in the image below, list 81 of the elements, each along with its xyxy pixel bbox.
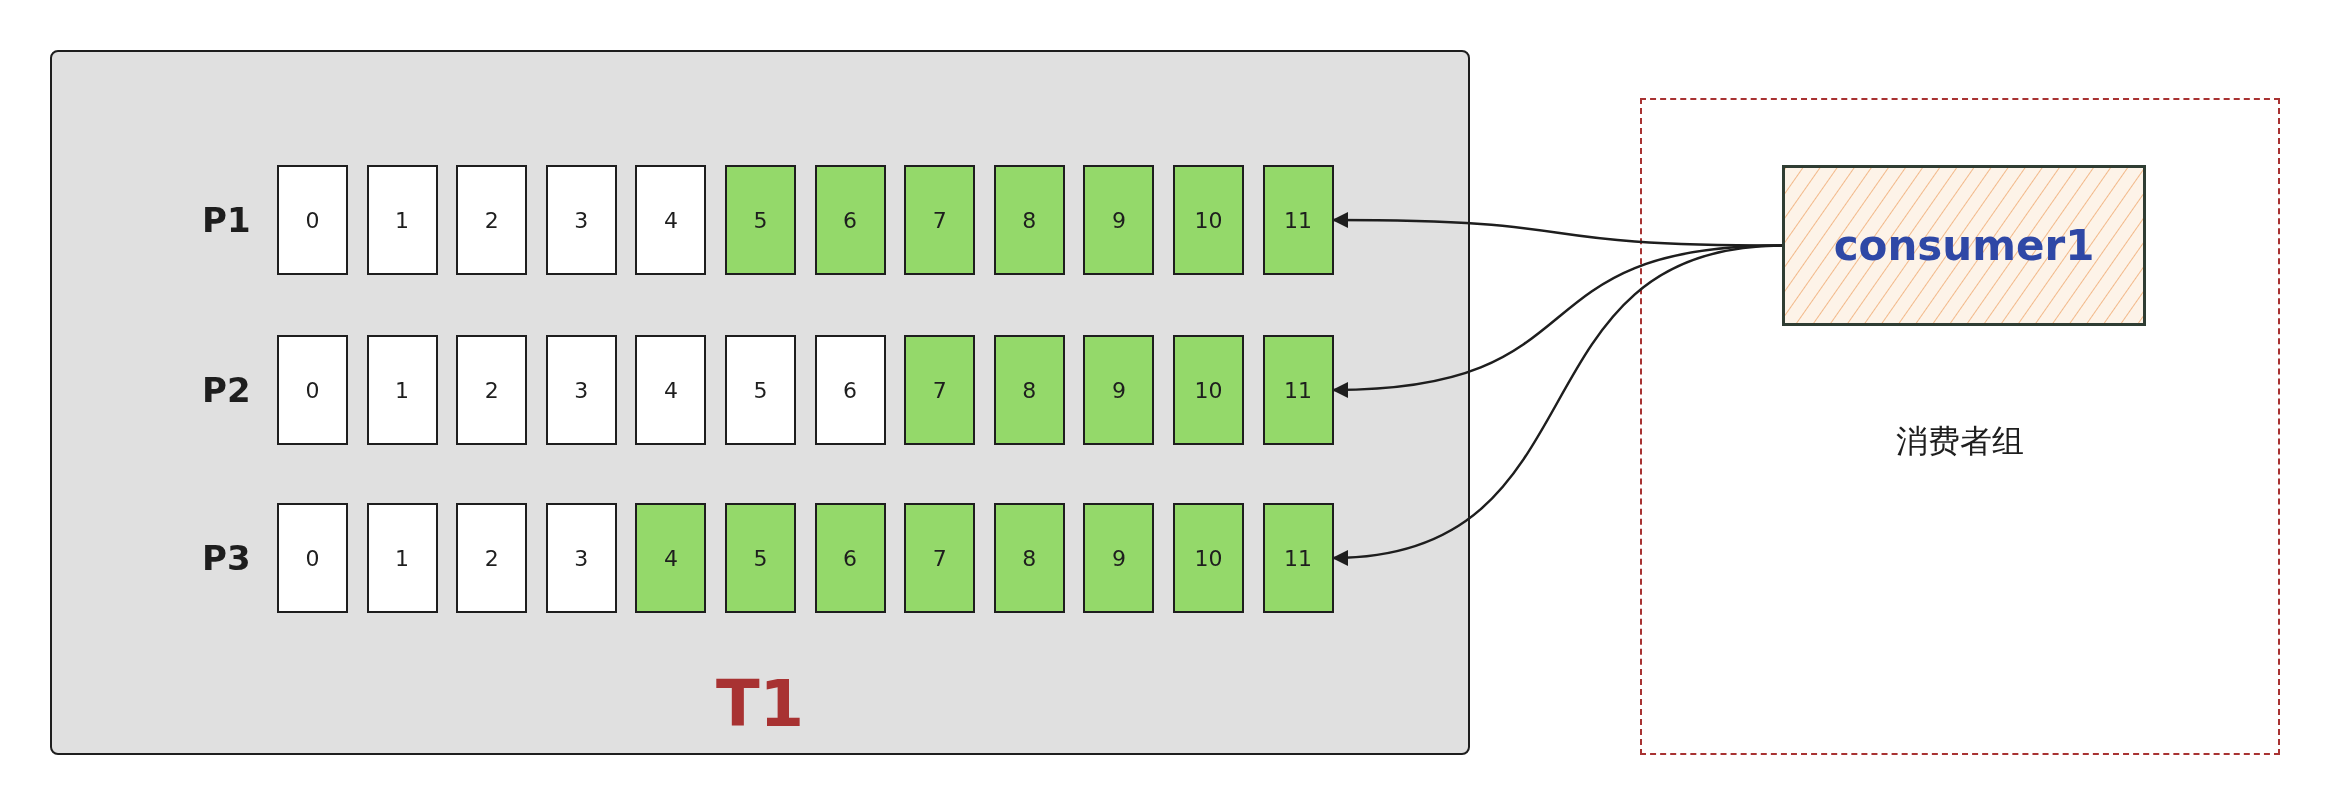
- topic-panel: [50, 50, 1470, 755]
- offset-cell: [366, 335, 438, 445]
- offset-cell: [993, 503, 1065, 613]
- offset-cell: [277, 503, 348, 613]
- offset-cell: [1262, 503, 1334, 613]
- offset-number: 6: [843, 207, 858, 233]
- offset-number: 9: [1111, 377, 1126, 403]
- offset-number: 5: [753, 545, 768, 571]
- offset-number: 7: [932, 545, 947, 571]
- offset-cell: [1083, 165, 1155, 275]
- offset-cell: [366, 165, 438, 275]
- offset-number: 0: [305, 207, 320, 233]
- offset-cell: [635, 503, 707, 613]
- offset-number: 1: [395, 207, 410, 233]
- consumer-name: consumer1: [1833, 221, 2095, 270]
- offset-number: 4: [663, 545, 678, 571]
- offset-cell: [456, 335, 528, 445]
- offset-number: 11: [1284, 207, 1313, 233]
- offset-cell: [545, 335, 617, 445]
- offset-number: 1: [395, 377, 410, 403]
- offset-number: 3: [574, 377, 589, 403]
- offset-number: 1: [395, 545, 410, 571]
- offset-cell: [814, 503, 886, 613]
- offset-number: 8: [1022, 377, 1037, 403]
- offset-cell: [277, 335, 348, 445]
- offset-number: 4: [663, 377, 678, 403]
- offset-number: 7: [932, 207, 947, 233]
- partition-label: P2: [202, 370, 251, 410]
- offset-number: 3: [574, 545, 589, 571]
- offset-cell: [814, 165, 886, 275]
- offset-number: 11: [1284, 377, 1313, 403]
- offset-cell: [456, 503, 528, 613]
- offset-number: 4: [663, 207, 678, 233]
- offset-number: 2: [484, 545, 499, 571]
- offset-number: 9: [1111, 545, 1126, 571]
- partition-label: P3: [202, 538, 251, 578]
- offset-number: 5: [753, 207, 768, 233]
- offset-number: 2: [484, 377, 499, 403]
- offset-number: 8: [1022, 545, 1037, 571]
- offset-cell: [993, 335, 1065, 445]
- offset-number: 11: [1284, 545, 1313, 571]
- offset-cell: [904, 503, 976, 613]
- offset-cell: [1173, 503, 1244, 613]
- partition-label: P1: [202, 200, 251, 240]
- offset-number: 8: [1022, 207, 1037, 233]
- offset-number: 9: [1111, 207, 1126, 233]
- offset-cell: [993, 165, 1065, 275]
- offset-number: 7: [932, 377, 947, 403]
- group-caption: 消费者组: [1895, 421, 2025, 462]
- offset-number: 3: [574, 207, 589, 233]
- offset-number: 10: [1194, 207, 1223, 233]
- offset-cell: [456, 165, 528, 275]
- offset-cell: [725, 335, 796, 445]
- offset-number: 5: [753, 377, 768, 403]
- offset-cell: [366, 503, 438, 613]
- offset-cell: [545, 165, 617, 275]
- offset-cell: [277, 165, 348, 275]
- consumer-group-box: [1640, 98, 2280, 755]
- offset-cell: [545, 503, 617, 613]
- offset-cell: [1083, 503, 1155, 613]
- offset-number: 6: [843, 545, 858, 571]
- offset-number: 10: [1194, 377, 1223, 403]
- offset-cell: [635, 165, 707, 275]
- offset-cell: [1173, 335, 1244, 445]
- offset-cell: [1262, 335, 1334, 445]
- offset-cell: [1262, 165, 1334, 275]
- offset-cell: [904, 335, 976, 445]
- offset-number: 0: [305, 377, 320, 403]
- offset-cell: [1083, 335, 1155, 445]
- offset-cell: [1173, 165, 1244, 275]
- offset-number: 2: [484, 207, 499, 233]
- offset-number: 0: [305, 545, 320, 571]
- offset-number: 6: [843, 377, 858, 403]
- offset-cell: [725, 165, 796, 275]
- topic-title: T1: [714, 667, 806, 741]
- offset-cell: [635, 335, 707, 445]
- offset-number: 10: [1194, 545, 1223, 571]
- offset-cell: [814, 335, 886, 445]
- offset-cell: [904, 165, 976, 275]
- offset-cell: [725, 503, 796, 613]
- arrow: [1332, 244, 1783, 565]
